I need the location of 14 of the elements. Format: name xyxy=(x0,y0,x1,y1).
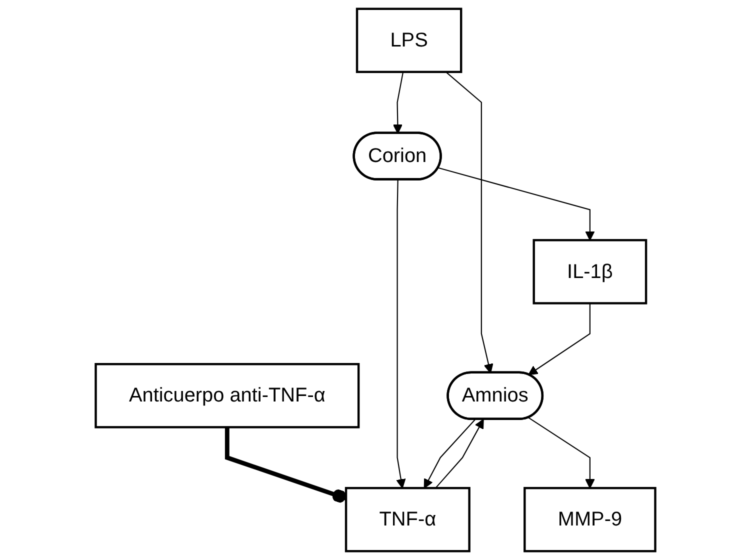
connector xyxy=(224,427,347,503)
arrow xyxy=(424,419,476,488)
node-box: LPS xyxy=(356,8,462,74)
arrow xyxy=(435,419,484,488)
arrow xyxy=(528,417,595,488)
arrow xyxy=(396,180,406,488)
arrow xyxy=(392,72,404,134)
node-box: MMP-9 xyxy=(524,486,656,552)
arrow xyxy=(528,303,590,376)
arrow xyxy=(446,72,494,374)
node-box: IL-1β xyxy=(532,239,648,304)
node-box: TNF-α xyxy=(344,486,470,552)
arrow xyxy=(438,167,595,241)
node-box: Anticuerpo anti-TNF-α xyxy=(94,363,360,428)
